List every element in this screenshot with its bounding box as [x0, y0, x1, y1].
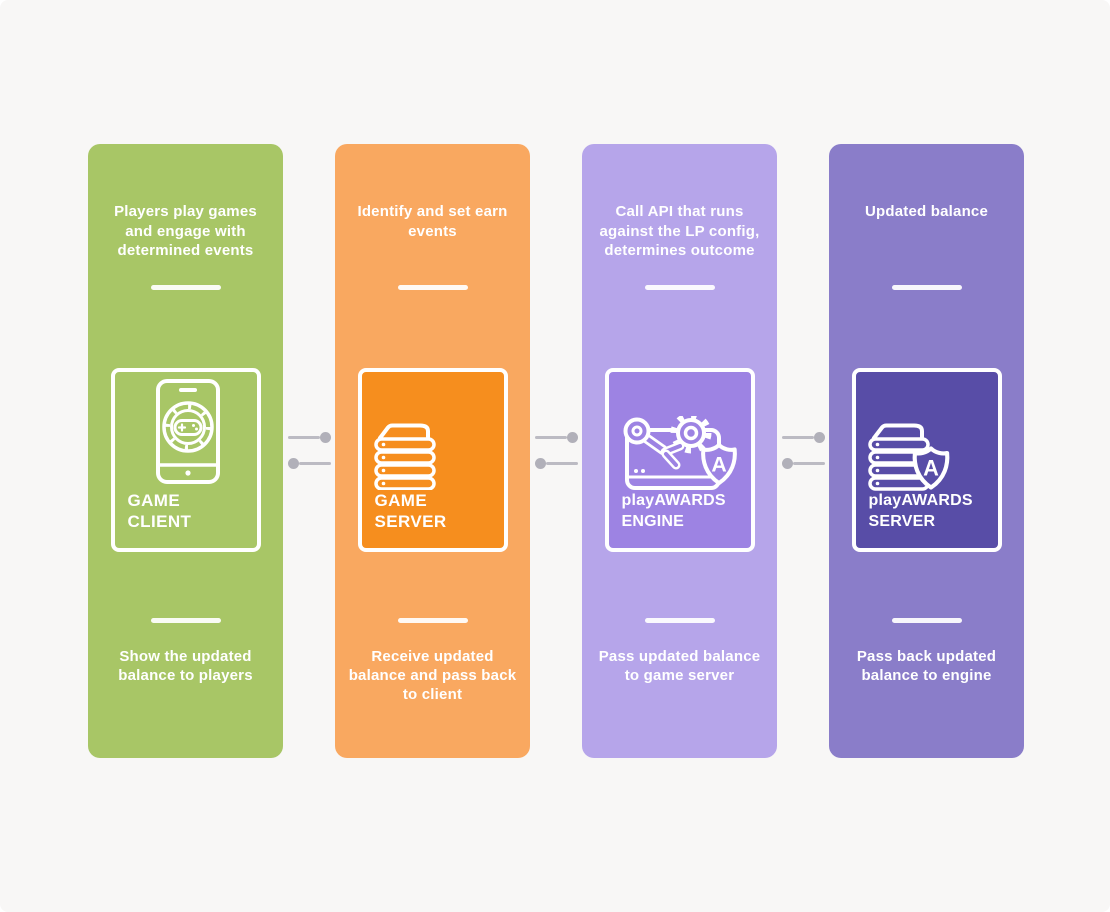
card-game-client: Players play games and engage with deter… — [88, 144, 283, 758]
playawards-engine-box: A playAWARDS ENGINE — [604, 368, 755, 552]
connector-dot — [567, 432, 578, 443]
card-top-description: Identify and set earn events — [357, 203, 508, 240]
box-label-line1: GAME — [374, 491, 428, 510]
box-label-line1: GAME — [127, 491, 181, 510]
connector-dot — [320, 432, 331, 443]
card-top-description: Players play games and engage with deter… — [114, 203, 257, 259]
connector-line-right — [535, 432, 578, 443]
connector-line-right — [288, 432, 331, 443]
card-playawards-engine: Call API that runs against the LP config… — [582, 144, 777, 758]
box-label: GAME SERVER — [375, 490, 447, 532]
divider — [644, 618, 715, 623]
shield-letter-a: A — [923, 455, 939, 480]
divider — [397, 618, 468, 623]
connector-dot — [814, 432, 825, 443]
robot-arm-gear-shield-icon: A — [613, 416, 749, 494]
box-label-line2: SERVER — [868, 513, 936, 530]
playawards-server-box: A playAWARDS SERVER — [851, 368, 1002, 552]
connector-line-left — [535, 458, 578, 469]
card-bottom-description: Pass back updated balance to engine — [856, 648, 997, 684]
card-game-server: Identify and set earn events — [335, 144, 530, 758]
server-stack-shield-icon: A — [867, 422, 952, 492]
divider — [397, 285, 468, 290]
connector-line-right — [782, 432, 825, 443]
flow-diagram: Players play games and engage with deter… — [88, 144, 1024, 758]
box-label: GAME CLIENT — [128, 490, 192, 532]
connector — [283, 144, 335, 758]
connector-line-left — [288, 458, 331, 469]
game-server-box: GAME SERVER — [357, 368, 508, 552]
box-label: playAWARDS SERVER — [869, 490, 973, 532]
card-bottom-description: Pass updated balance to game server — [598, 648, 761, 684]
card-top-description: Updated balance — [864, 203, 989, 220]
box-label: playAWARDS ENGINE — [622, 490, 726, 532]
connector-dot — [535, 458, 546, 469]
connector-dot — [288, 458, 299, 469]
connector-line-left — [782, 458, 825, 469]
divider — [891, 618, 962, 623]
divider — [150, 618, 221, 623]
box-label-line1: playAWARDS — [868, 492, 973, 509]
box-label-line1: playAWARDS — [621, 492, 726, 509]
box-label-line2: ENGINE — [621, 513, 685, 530]
divider — [644, 285, 715, 290]
smartphone-game-chip-icon — [155, 378, 221, 486]
card-bottom-description: Show the updated balance to players — [118, 648, 253, 684]
server-stack-icon — [373, 422, 436, 490]
card-bottom-description: Receive updated balance and pass back to… — [348, 648, 517, 703]
connector — [530, 144, 582, 758]
card-playawards-server: Updated balance — [829, 144, 1024, 758]
box-label-line2: SERVER — [374, 512, 447, 531]
shield-letter-a: A — [711, 452, 726, 476]
divider — [891, 285, 962, 290]
divider — [150, 285, 221, 290]
game-client-box: GAME CLIENT — [110, 368, 261, 552]
connector-dot — [782, 458, 793, 469]
box-label-line2: CLIENT — [127, 512, 192, 531]
connector — [777, 144, 829, 758]
card-top-description: Call API that runs against the LP config… — [599, 203, 760, 259]
